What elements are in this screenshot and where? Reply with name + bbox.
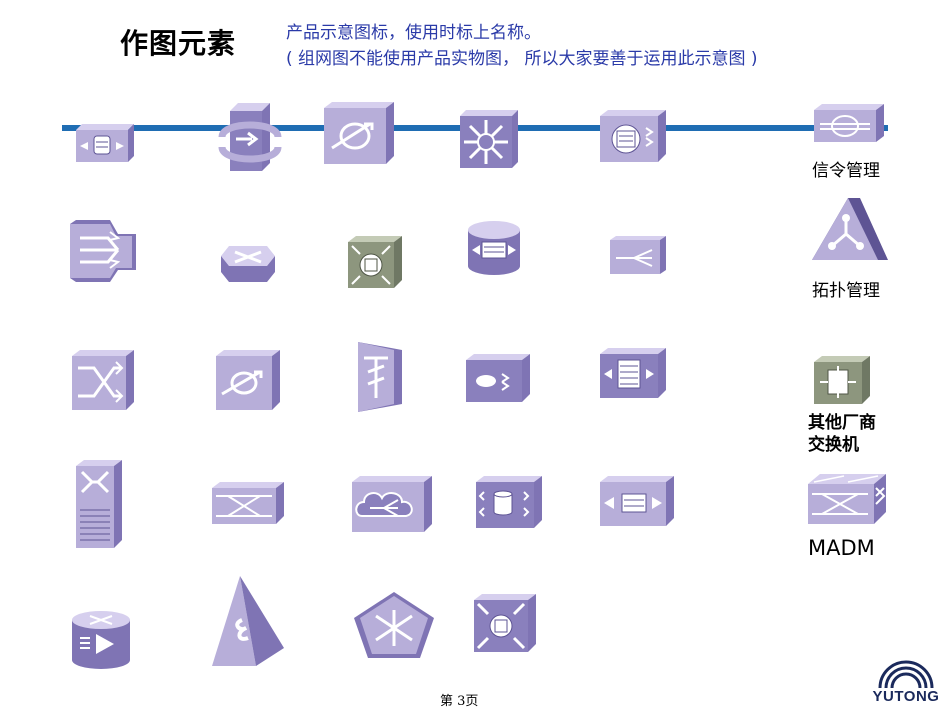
modem-icon: [466, 354, 530, 402]
panel-switch-icon: [600, 348, 666, 398]
other-vendor-label-line-1: 其他厂商: [808, 413, 876, 433]
page-number: 第 3页: [440, 694, 479, 709]
optical-unit-icon: [216, 350, 280, 410]
yutong-logo: YUTONG: [868, 660, 944, 708]
storage-switch-icon: [476, 476, 542, 528]
pyramid-icon: [212, 576, 284, 666]
gray-switch-icon: [348, 236, 402, 288]
hub-switch-icon: [474, 594, 536, 652]
other-vendor-label-line-2: 交换机: [808, 435, 859, 455]
subtitle-line-1: 产品示意图标，使用时标上名称。: [286, 23, 541, 43]
optical-transceiver-icon: [324, 102, 394, 164]
signaling-management-label: 信令管理: [812, 161, 880, 181]
router-switch-icon: [460, 110, 520, 170]
yutong-arcs-icon: [878, 660, 934, 689]
splitter-icon: [610, 236, 666, 274]
cross-switch-icon: [72, 350, 134, 410]
logo-text: YUTONG: [872, 688, 940, 705]
signaling-management-icon: [814, 104, 884, 144]
topology-management-icon: [812, 198, 888, 260]
firewall-icon: [354, 342, 402, 412]
topology-management-label: 拓扑管理: [812, 281, 880, 301]
media-server-icon: [70, 610, 132, 670]
pentagon-router-icon: [354, 592, 434, 658]
madm-label: MADM: [808, 536, 875, 560]
router-hex-icon: [215, 242, 281, 282]
gateway-icon: [70, 220, 136, 282]
patch-panel-icon: [212, 482, 284, 524]
page-title: 作图元素: [120, 27, 237, 60]
cloud-network-icon: [352, 476, 432, 532]
other-vendor-switch-icon: [814, 356, 870, 404]
bridge-icon: [600, 476, 674, 526]
phone-switch-icon: [76, 124, 134, 164]
atm-switch-icon: [218, 103, 282, 171]
tower-switch-icon: [76, 460, 122, 548]
madm-icon: [808, 474, 886, 524]
database-icon: [466, 220, 522, 276]
subtitle-line-2: ( 组网图不能使用产品实物图， 所以大家要善于运用此示意图 ): [286, 49, 758, 69]
server-cabinet-icon: [600, 110, 666, 162]
